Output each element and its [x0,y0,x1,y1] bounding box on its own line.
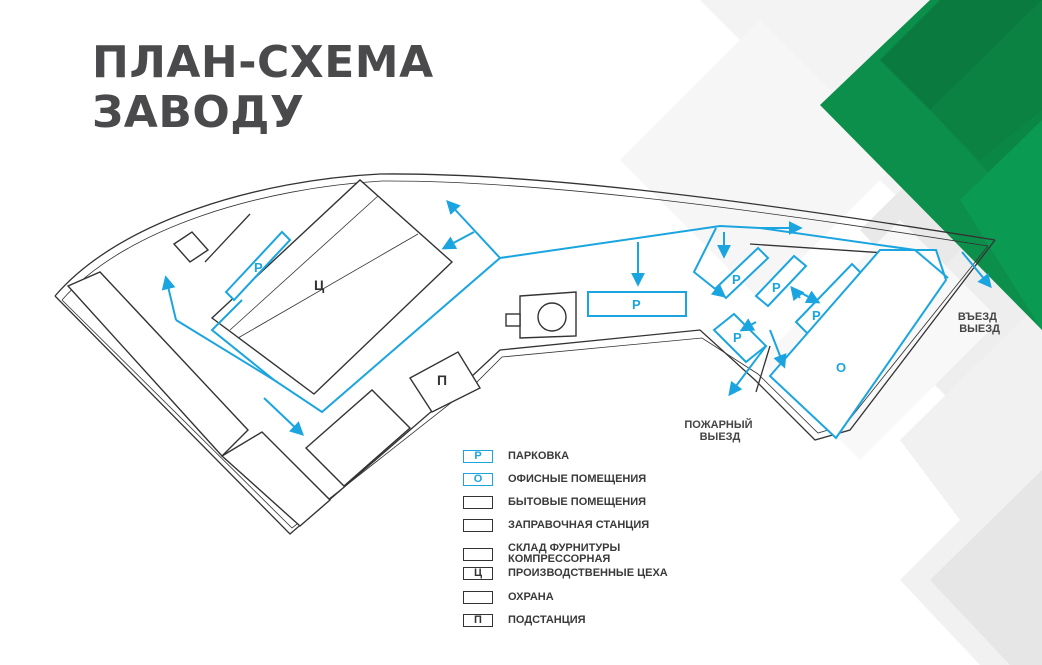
parking-code-6: Р [733,330,742,345]
building-workshop [210,179,454,395]
legend-swatch: Ц [463,566,493,580]
title-line-2: ЗАВОДУ [92,87,305,138]
legend-item-parking: Р ПАРКОВКА [463,448,569,464]
parking-center [587,291,687,317]
fire-exit-line-2: ВЫЕЗД [700,431,741,443]
parking-code-4: Р [772,280,781,295]
title-line-1: ПЛАН-СХЕМА [92,37,434,88]
legend-label: ЗАПРАВОЧНАЯ СТАНЦИЯ [508,518,650,531]
traffic-routes [161,199,992,436]
legend-label: ПРОИЗВОДСТВЕННЫЕ ЦЕХА [508,566,668,579]
legend-item-fuel: ЗАПРАВОЧНАЯ СТАНЦИЯ [463,517,649,533]
legend-swatch [463,518,493,532]
legend-swatch [463,547,493,561]
parking-code-1: Р [254,260,263,275]
legend-swatch: П [463,613,493,627]
entrance-line-1: ВЪЕЗД [958,311,997,323]
legend-item-warehouse: СКЛАД ФУРНИТУРЫ КОМПРЕССОРНАЯ [463,542,620,566]
legend-item-offices: О ОФИСНЫЕ ПОМЕЩЕНИЯ [463,471,646,487]
legend-item-security: ОХРАНА [463,589,554,605]
legend-item-household: БЫТОВЫЕ ПОМЕЩЕНИЯ [463,494,646,510]
small-box [505,313,521,327]
legend-swatch: Р [463,449,493,463]
page-title: ПЛАН-СХЕМА ЗАВОДУ [92,38,434,138]
legend-label: ОФИСНЫЕ ПОМЕЩЕНИЯ [508,472,647,485]
legend-swatch [463,590,493,604]
office-block [768,249,948,440]
building-left-long [66,271,249,458]
legend-label: СКЛАД ФУРНИТУРЫ КОМПРЕССОРНАЯ [508,542,621,565]
fire-exit-label: ПОЖАРНЫЙ ВЫЕЗД [684,418,755,443]
parking-code-3: Р [732,272,741,287]
workshop-code: Ц [314,277,325,293]
buildings [66,179,901,527]
parking-code-2: Р [632,297,641,312]
legend-label: ОХРАНА [508,590,554,603]
entrance-label: ВЪЕЗД ВЫЕЗД [958,311,1000,335]
legend-swatch [463,495,493,509]
legend-label: БЫТОВЫЕ ПОМЕЩЕНИЯ [508,495,647,508]
legend-item-substation: П ПОДСТАНЦИЯ [463,612,586,628]
legend-swatch: О [463,472,493,486]
parking-code-5: Р [812,308,821,323]
parking-areas [224,230,948,440]
substation-code: П [437,372,447,388]
legend-label: ПАРКОВКА [508,449,570,462]
entrance-line-2: ВЫЕЗД [959,323,1000,335]
legend-item-workshops: Ц ПРОИЗВОДСТВЕННЫЕ ЦЕХА [463,565,668,581]
parking-right-2 [754,254,808,308]
building-warehouse [304,389,412,487]
legend-label: ПОДСТАНЦИЯ [508,613,586,626]
office-code: О [836,360,846,375]
building-substation [409,351,481,413]
round-tank [537,302,567,332]
building-bottom-block [220,431,332,527]
fire-exit-line-1: ПОЖАРНЫЙ [684,418,752,431]
building-small-top [172,231,210,263]
parking-top-left [224,230,292,302]
